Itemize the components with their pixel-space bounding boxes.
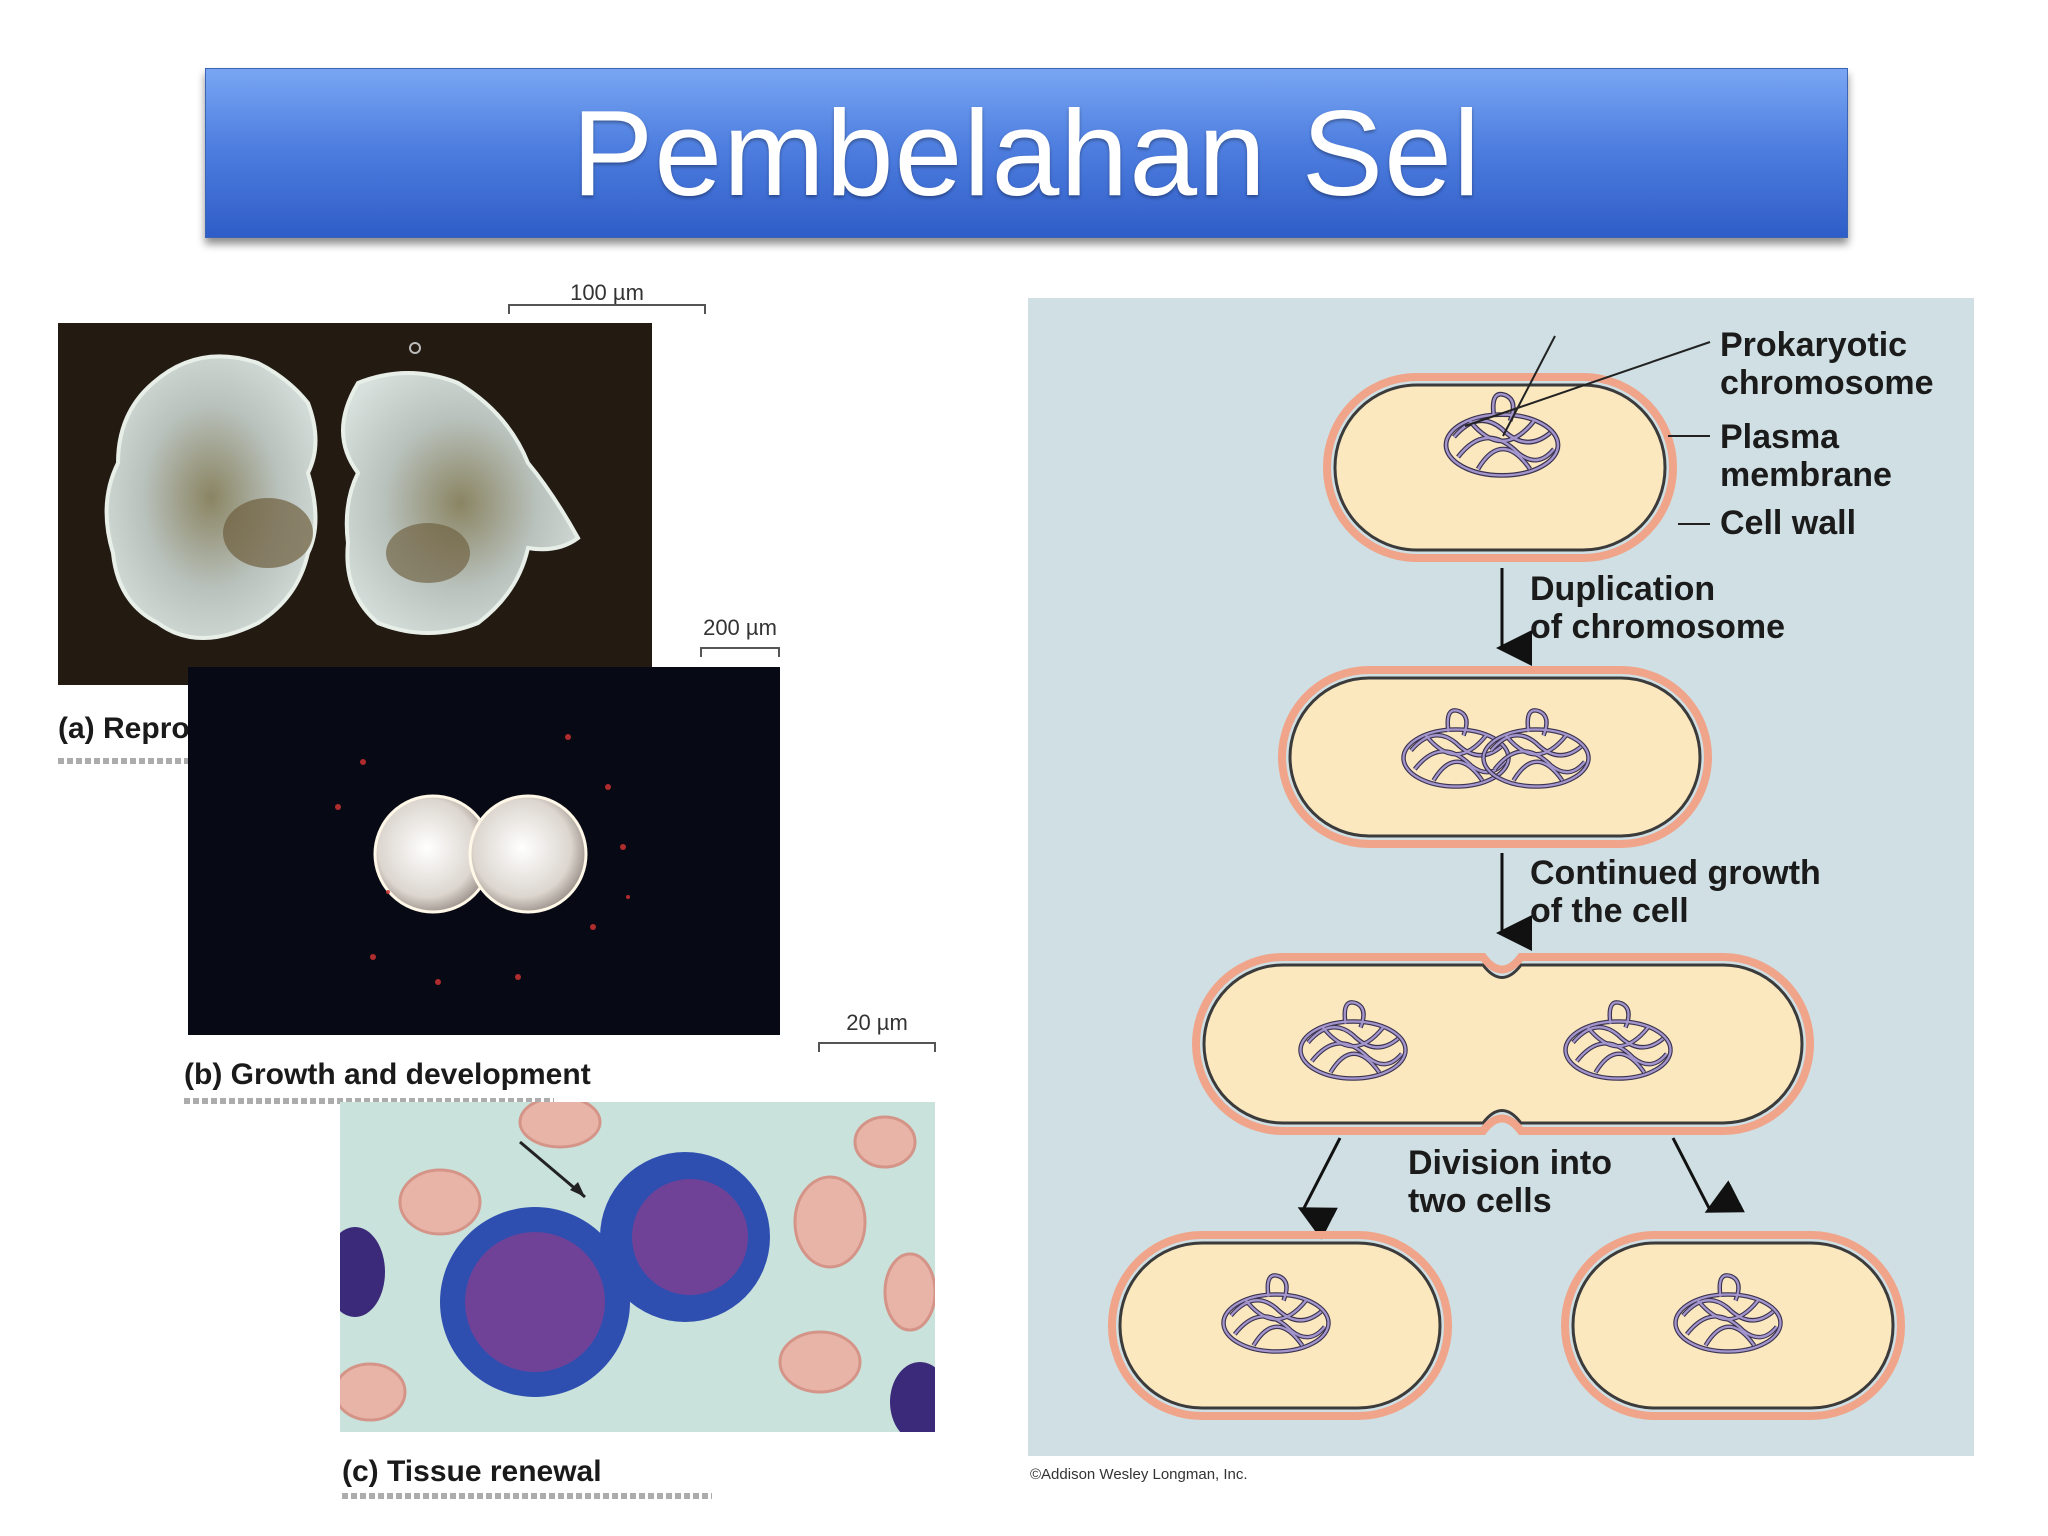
- caption-b: (b) Growth and development: [184, 1058, 591, 1092]
- caption-a-letter: (a): [58, 712, 95, 745]
- copyright-line-c: [342, 1493, 712, 1499]
- micrograph-embryo: [188, 667, 780, 1035]
- cell-stage-1: [1323, 373, 1677, 562]
- caption-c-text: Tissue renewal: [387, 1455, 602, 1488]
- diagram-graphics: [1108, 335, 1905, 1420]
- scale-bar-a: 100 µm: [508, 280, 706, 314]
- slide-title: Pembelahan Sel: [571, 85, 1482, 221]
- copyright-line-b: [184, 1098, 554, 1104]
- photo-panel-c: 20 µm (c) Tissue renewal: [340, 1010, 940, 1510]
- amoeba-image: [104, 342, 581, 640]
- scale-label-b: 200 µm: [703, 615, 777, 640]
- caption-c-letter: (c): [342, 1455, 379, 1488]
- title-bar: Pembelahan Sel: [205, 68, 1848, 238]
- caption-b-text: Growth and development: [230, 1058, 591, 1091]
- scale-label-a: 100 µm: [570, 280, 644, 305]
- blood-cells-image: [340, 1102, 935, 1432]
- cell-stage-4-left: [1108, 1231, 1452, 1420]
- binary-fission-diagram: Prokaryotic chromosome Plasma membrane C…: [1028, 298, 1974, 1456]
- label-duplication: Duplication of chromosome: [1530, 570, 1786, 646]
- caption-c: (c) Tissue renewal: [342, 1455, 602, 1489]
- embryo-image: [335, 734, 630, 985]
- label-continued-growth: Continued growth of the cell: [1530, 854, 1821, 930]
- label-cell-wall: Cell wall: [1720, 504, 1857, 542]
- label-plasma-membrane: Plasma membrane: [1720, 418, 1892, 494]
- cell-stage-4-right: [1561, 1231, 1905, 1420]
- photo-panel-a: 100 µm (a) Reproduction: [55, 280, 706, 765]
- scale-label-c: 20 µm: [846, 1010, 908, 1035]
- cell-stage-3: [1192, 953, 1814, 1135]
- label-prokaryotic-chromosome: Prokaryotic chromosome: [1720, 326, 1934, 402]
- diagram-credit: ©Addison Wesley Longman, Inc.: [1030, 1466, 1248, 1483]
- micrograph-blood-cells: [340, 1102, 935, 1432]
- micrograph-amoeba: [58, 323, 652, 685]
- cell-stage-2: [1278, 666, 1712, 848]
- scale-bar-b: 200 µm: [700, 615, 780, 657]
- photo-panel-b: 200 µm (b) Growth and development: [180, 615, 790, 1110]
- label-division: Division into two cells: [1408, 1144, 1612, 1220]
- caption-b-letter: (b): [184, 1058, 223, 1091]
- scale-bar-c: 20 µm: [818, 1010, 936, 1052]
